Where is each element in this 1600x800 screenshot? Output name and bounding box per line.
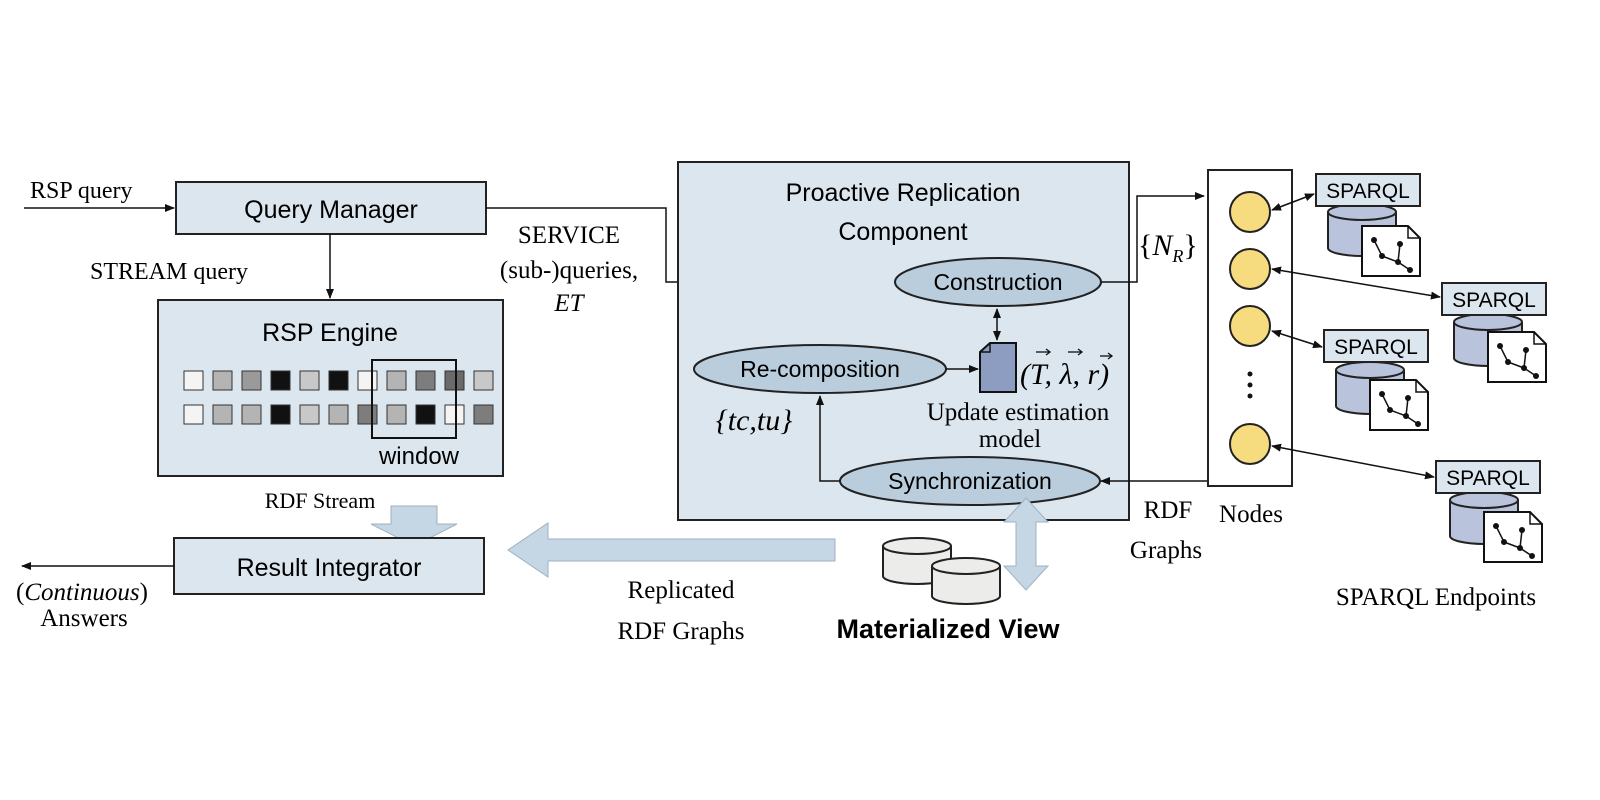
stream-cell	[212, 404, 233, 425]
stream-cell	[328, 404, 349, 425]
stream-cell	[386, 370, 407, 391]
update-model-line2: model	[979, 426, 1042, 453]
recomposition-ellipse: Re-composition	[693, 344, 947, 394]
stream-cells	[183, 370, 494, 425]
stream-cell	[473, 370, 494, 391]
stream-cell	[241, 404, 262, 425]
rsp-query-label: RSP query	[30, 178, 132, 204]
replicated-line1: Replicated	[628, 577, 735, 604]
sparql-endpoints-label: SPARQL Endpoints	[1336, 584, 1536, 611]
sparql-label: SPARQL	[1452, 289, 1536, 312]
window-label: window	[378, 443, 460, 470]
window-frame	[371, 359, 457, 439]
node	[1229, 248, 1271, 290]
materialized-view-label: Materialized View	[836, 614, 1060, 644]
query-manager-label: Query Manager	[244, 196, 418, 224]
result-integrator-label: Result Integrator	[237, 554, 422, 582]
construction-nodes-arrow	[1101, 192, 1205, 283]
stream-cell	[241, 370, 262, 391]
stream-cell	[357, 370, 378, 391]
answers-label: Answers	[40, 605, 128, 632]
service-label-line2: (sub-)queries,	[500, 257, 638, 284]
stream-cell	[299, 370, 320, 391]
stream-cell	[270, 370, 291, 391]
rdf-stream-label: RDF Stream	[265, 488, 376, 513]
endpoint-link	[1271, 329, 1323, 349]
rdf-graphs-line2: Graphs	[1130, 537, 1202, 564]
rsp-engine-label: RSP Engine	[262, 319, 398, 347]
recomposition-label: Re-composition	[740, 356, 900, 382]
sparql-endpoint-1: SPARQL	[1315, 173, 1421, 277]
rdf-graphs-line1: RDF	[1144, 497, 1193, 524]
replicated-line2: RDF Graphs	[617, 618, 744, 645]
result-integrator-box: Result Integrator	[173, 537, 485, 595]
construction-label: Construction	[933, 269, 1062, 295]
node	[1229, 191, 1271, 233]
endpoint-link	[1271, 266, 1441, 300]
stream-cell	[473, 404, 494, 425]
synchronization-ellipse: Synchronization	[839, 456, 1101, 506]
sparql-label: SPARQL	[1446, 467, 1530, 490]
sparql-endpoint-2: SPARQL	[1441, 282, 1547, 383]
sparql-endpoint-3: SPARQL	[1323, 329, 1429, 431]
replicated-graphs-block-arrow	[507, 522, 836, 578]
proactive-title-line1: Proactive Replication	[786, 179, 1021, 207]
sync-materialized-block-arrow	[1002, 497, 1050, 591]
nr-label: {NR}	[1138, 229, 1198, 266]
sparql-label: SPARQL	[1334, 336, 1418, 359]
rsp-engine-box: RSP Engine window	[157, 299, 504, 477]
stream-cell	[357, 404, 378, 425]
stream-cell	[386, 404, 407, 425]
sparql-endpoint-4: SPARQL	[1435, 460, 1543, 563]
stream-cell	[328, 370, 349, 391]
sparql-label: SPARQL	[1326, 180, 1410, 203]
sync-recomposition-arrow	[816, 395, 840, 482]
stream-cell	[212, 370, 233, 391]
service-label-line3: ET	[553, 290, 585, 317]
nodes-label: Nodes	[1219, 501, 1283, 528]
update-model-line1: Update estimation	[927, 399, 1110, 426]
tctu-label: {tc,tu}	[716, 404, 792, 437]
document-icon	[979, 342, 1017, 393]
stream-cell	[183, 404, 204, 425]
node	[1229, 305, 1271, 347]
stream-cell	[183, 370, 204, 391]
continuous-label: (Continuous)	[16, 579, 148, 606]
stream-query-label: STREAM query	[90, 259, 248, 285]
stream-cell	[444, 370, 465, 391]
database-icon	[931, 557, 1001, 605]
node	[1229, 423, 1271, 465]
nodes-column	[1207, 169, 1293, 487]
synchronization-label: Synchronization	[888, 468, 1052, 494]
params-label: (T, λ, r)	[1020, 358, 1109, 391]
query-manager-box: Query Manager	[175, 181, 487, 235]
vector-arrows	[1036, 348, 1114, 360]
rdf-stream-block-arrow	[370, 505, 458, 547]
stream-cell	[270, 404, 291, 425]
stream-cell	[444, 404, 465, 425]
stream-cell	[299, 404, 320, 425]
stream-cell	[415, 404, 436, 425]
service-label-line1: SERVICE	[518, 222, 620, 249]
stream-cell	[415, 370, 436, 391]
endpoint-link	[1271, 193, 1315, 211]
endpoint-link	[1271, 443, 1435, 480]
construction-ellipse: Construction	[894, 257, 1102, 307]
proactive-title-line2: Component	[838, 218, 967, 246]
